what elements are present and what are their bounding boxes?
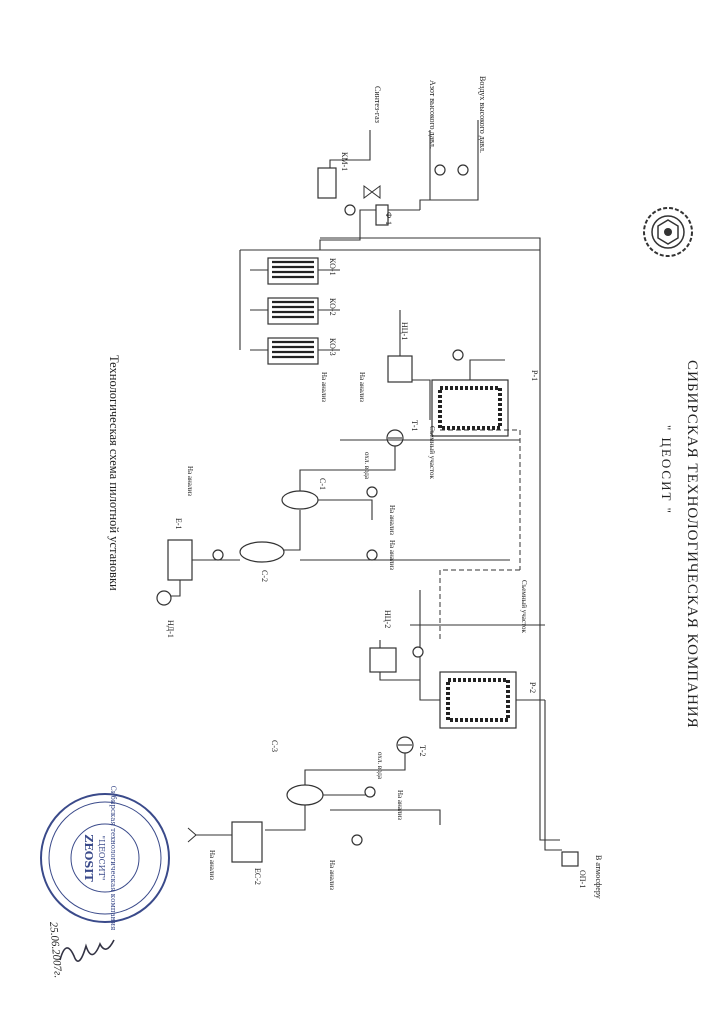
pump-nd1-icon xyxy=(156,590,172,606)
pressure-gauge-icon xyxy=(452,349,464,361)
valve-icon xyxy=(363,185,381,199)
vent-op1-block: ОП-1 В атмосферу xyxy=(544,700,603,899)
c1-label: С-1 xyxy=(318,478,327,490)
removable-section-label: Съемный участок xyxy=(520,580,528,633)
removable-section-label: Съемный участок xyxy=(428,426,436,479)
nd1-label: НД-1 xyxy=(166,620,175,638)
ko1-label: КО-1 xyxy=(328,258,337,276)
stamp-inner-line1: Сибирская технологическая компания xyxy=(109,786,117,931)
pressure-gauge-icon xyxy=(412,646,424,658)
compressor-km1-icon xyxy=(317,167,337,199)
heat-exchanger-t2: Т-2 охл. вода xyxy=(376,736,427,780)
pressure-gauge-icon xyxy=(366,486,378,498)
t1-label: Т-1 xyxy=(410,420,419,432)
signature xyxy=(59,939,115,962)
pressure-gauge-icon xyxy=(434,164,446,176)
company-logo xyxy=(643,207,693,257)
analysis-label: На анализ xyxy=(388,540,396,570)
nt2-label: НЦ-2 xyxy=(383,610,392,628)
tank-e1-icon xyxy=(167,539,193,581)
r2-label: Р-2 xyxy=(528,682,537,693)
analysis-label: На анализ xyxy=(388,505,396,535)
cooling-water-label: охл. вода xyxy=(363,452,371,480)
pressure-gauge-icon xyxy=(457,164,469,176)
stamp-inner-line2: "ЦЕОСИТ" xyxy=(97,835,106,880)
tank-es2-icon xyxy=(231,821,263,863)
ko3-label: КО-3 xyxy=(328,338,337,356)
f1-label: Ф-1 xyxy=(384,212,393,225)
analysis-label: На анализ xyxy=(328,860,336,890)
inlet-section: Воздух высокого давл. Азот высокого давл… xyxy=(317,76,487,250)
analysis-label: На анализ xyxy=(186,466,194,496)
reactor-r1-block: НЦ-1 Р-1 xyxy=(387,310,539,437)
analysis-label: На анализ xyxy=(320,372,328,402)
inlet-nitrogen-label: Азот высокого давл. xyxy=(428,80,437,149)
op1-label: ОП-1 xyxy=(578,870,587,888)
analysis-label: На анализ xyxy=(358,372,366,402)
stamp-inner-line3: ZEOSIT xyxy=(82,834,95,882)
separator-c2-block: С-2 Е-1 На анализ НД-1 На анализ xyxy=(156,466,396,638)
company-short-name: " ЦЕОСИТ " xyxy=(659,425,674,515)
diagram-caption: Технологическая схема пилотной установки xyxy=(107,355,121,591)
pump-nt1-icon xyxy=(387,355,413,383)
t2-label: Т-2 xyxy=(418,745,427,757)
signature-date: 25.06.2007г. xyxy=(47,921,64,978)
separator-c3-block: С-3 На анализ ЕС-2 На анализ На анализ xyxy=(187,740,406,890)
analysis-label: На анализ xyxy=(396,790,404,820)
c3-label: С-3 xyxy=(270,740,279,752)
separator-c3-icon xyxy=(286,784,324,806)
vent-op1-icon xyxy=(561,851,579,867)
es2-label: ЕС-2 xyxy=(253,868,262,885)
pressure-gauge-icon xyxy=(344,204,356,216)
inlet-syngas-label: Синтез-газ xyxy=(373,86,382,123)
ko2-label: КО-2 xyxy=(328,298,337,316)
separator-c2-icon xyxy=(239,541,285,563)
inlet-air-label: Воздух высокого давл. xyxy=(478,76,487,153)
pressure-gauge-icon xyxy=(366,549,378,561)
c2-label: С-2 xyxy=(260,570,269,582)
r1-label: Р-1 xyxy=(530,370,539,381)
filter-f1-icon xyxy=(375,204,389,226)
preheater-block: КО-1 КО-2 КО-3 На анализ На анализ xyxy=(250,257,366,402)
cooling-water-label: охл. вода xyxy=(376,752,384,780)
analysis-label: На анализ xyxy=(208,850,216,880)
heat-exchanger-t1: Т-1 охл. вода xyxy=(363,420,419,480)
separator-c1-icon xyxy=(281,490,319,510)
nt1-label: НЦ-1 xyxy=(400,322,409,340)
pressure-gauge-icon xyxy=(212,549,224,561)
pressure-gauge-icon xyxy=(351,834,363,846)
atmosphere-outlet-label: В атмосферу xyxy=(594,855,603,899)
pump-nt2-icon xyxy=(369,647,397,673)
e1-label: Е-1 xyxy=(174,518,183,530)
company-header: СИБИРСКАЯ ТЕХНОЛОГИЧЕСКАЯ КОМПАНИЯ " ЦЕО… xyxy=(659,360,700,729)
company-name: СИБИРСКАЯ ТЕХНОЛОГИЧЕСКАЯ КОМПАНИЯ xyxy=(684,360,700,729)
km1-label: КМ-1 xyxy=(340,152,349,171)
reactor-r2-block: НЦ-2 Р-2 xyxy=(369,590,545,729)
pressure-gauge-icon xyxy=(364,786,376,798)
company-stamp: Сибирская технологическая компания "ЦЕОС… xyxy=(40,786,170,931)
separator-c1-block: С-1 На анализ xyxy=(281,446,396,535)
